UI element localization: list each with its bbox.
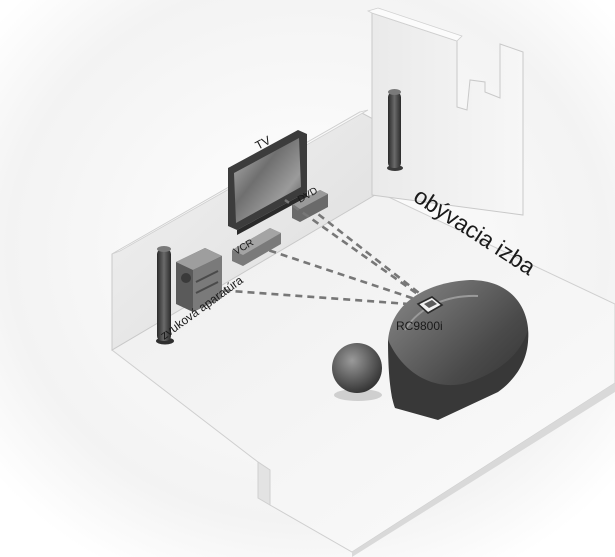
ottoman-icon (332, 343, 382, 401)
remote-label: RC9800i (396, 319, 443, 333)
door-opening (258, 462, 270, 505)
speaker-icon (387, 89, 403, 171)
